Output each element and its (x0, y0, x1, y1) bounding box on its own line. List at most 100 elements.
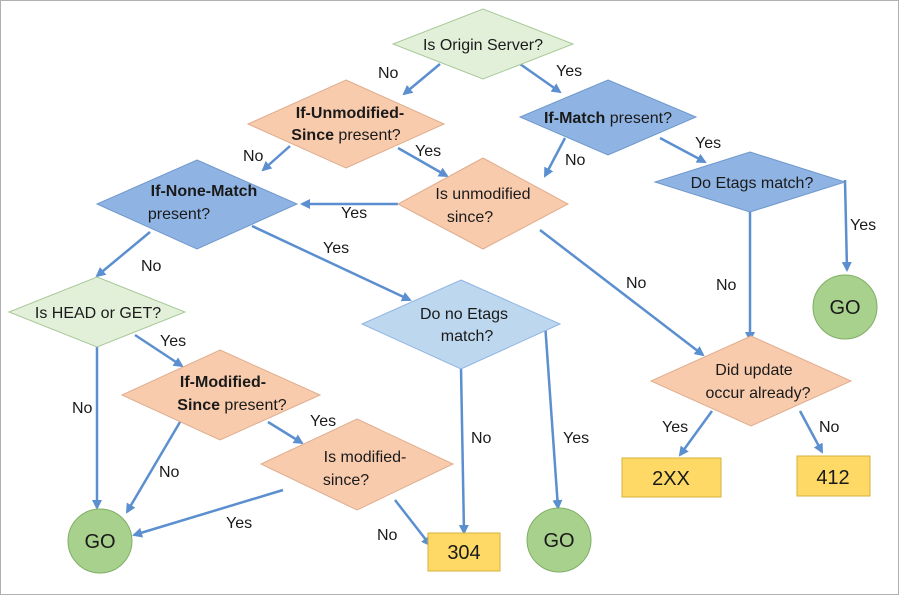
node-label: Since present? (177, 397, 287, 414)
terminal-go-right: GO (812, 274, 878, 340)
edge-ifmod-no (125, 421, 182, 514)
edge-label: Yes (160, 333, 186, 350)
edge-etags-yes (841, 179, 852, 272)
edge-isunmod-no (539, 229, 705, 357)
result-box-2xx: 2XX (621, 457, 722, 498)
node-if-none-match: If-None-Match present? (95, 159, 299, 250)
edge-label: No (72, 400, 93, 417)
edge-noetags-yes (543, 322, 563, 510)
node-label-bold: If-Modified- (180, 374, 266, 391)
edge-label: Yes (341, 205, 367, 222)
edge-unmod-yes (397, 146, 449, 178)
node-label-bold: If-Unmodified- (296, 105, 404, 122)
node-label: Do Etags match? (691, 175, 814, 192)
edge-noetags-no (458, 367, 469, 535)
edge-didupdate-yes (678, 410, 714, 457)
node-do-no-etags-match: Do no Etags match? (360, 279, 562, 370)
result-box (796, 455, 871, 497)
decision-diamond (259, 418, 455, 511)
edge-label: Yes (323, 240, 349, 257)
node-label: Did update (715, 362, 792, 379)
edge-label: Yes (850, 217, 876, 234)
edge-label: No (716, 277, 737, 294)
node-label: match? (441, 328, 494, 345)
node-label-rest: present? (605, 110, 672, 127)
edge-label: No (243, 148, 264, 165)
edge-label: No (377, 527, 398, 544)
go-circle (526, 507, 592, 573)
edge-inm-yes (251, 224, 412, 302)
result-box-412: 412 (796, 455, 871, 497)
edge-headget-yes (134, 333, 184, 368)
result-box-304: 304 (427, 532, 501, 572)
node-is-unmodified-since: Is unmodified since? (396, 157, 570, 250)
terminal-label: GO (84, 531, 115, 553)
node-label-bold: If-None-Match (151, 183, 258, 200)
node-label: Is modified- (324, 449, 407, 466)
node-if-unmodified-since: If-Unmodified- Since present? (246, 79, 446, 169)
edge-label: Yes (662, 419, 688, 436)
edge-ifmod-yes (267, 420, 304, 445)
decision-diamond (396, 157, 570, 250)
edge-label: No (378, 65, 399, 82)
terminal-label: GO (543, 530, 574, 552)
edges (92, 62, 852, 547)
edge-labels: No Yes No Yes No Yes Yes No Yes No No Ye… (72, 63, 876, 544)
node-is-head-or-get: Is HEAD or GET? (7, 276, 187, 348)
node-did-update-occur: Did update occur already? (649, 335, 853, 427)
decision-diamond (649, 335, 853, 427)
node-label: present? (148, 206, 210, 223)
terminal-go-left: GO (67, 508, 133, 574)
edge-ismod-no (394, 499, 432, 547)
decision-diamond (120, 349, 322, 441)
edge-didupdate-no (798, 410, 824, 454)
edge-label: Yes (556, 63, 582, 80)
edge-origin-no (402, 63, 441, 96)
edge-ifmatch-yes (659, 136, 707, 164)
edge-label: Yes (310, 413, 336, 430)
node-if-modified-since: If-Modified- Since present? (120, 349, 322, 441)
terminal-go-middle: GO (526, 507, 592, 573)
result-label: 2XX (652, 468, 690, 490)
node-label: occur already? (706, 385, 811, 402)
node-label-bold: Since (177, 397, 220, 414)
edge-label: Yes (563, 430, 589, 447)
edge-label: Yes (695, 135, 721, 152)
edge-origin-yes (519, 62, 562, 94)
decision-diamond (360, 279, 562, 370)
edge-inm-no (95, 231, 151, 278)
node-label: Since present? (291, 127, 401, 144)
edge-label: No (159, 464, 180, 481)
node-label: Is HEAD or GET? (35, 305, 161, 322)
decision-diamond (653, 151, 847, 213)
node-label-rest: present? (220, 397, 287, 414)
go-circle (812, 274, 878, 340)
decision-diamond (7, 276, 187, 348)
node-label: If-Match present? (544, 110, 672, 127)
node-label: since? (447, 209, 493, 226)
node-do-etags-match: Do Etags match? (653, 151, 847, 213)
edge-label: No (565, 152, 586, 169)
edge-unmod-no (261, 145, 291, 172)
decision-diamond (246, 79, 446, 169)
edge-label: No (471, 430, 492, 447)
go-circle (67, 508, 133, 574)
edge-label: Yes (415, 143, 441, 160)
decision-diamond (95, 159, 299, 250)
node-if-match: If-Match present? (518, 79, 698, 156)
node-is-modified-since: Is modified- since? (259, 418, 455, 511)
edge-ismod-yes (132, 488, 284, 538)
node-label-bold: Since (291, 127, 334, 144)
node-label: since? (323, 472, 369, 489)
result-label: 412 (816, 467, 849, 489)
result-box (621, 457, 722, 498)
edge-label: No (626, 275, 647, 292)
result-label: 304 (447, 542, 480, 564)
edge-label: Yes (226, 515, 252, 532)
result-box (427, 532, 501, 572)
node-origin-server: Is Origin Server? (391, 8, 575, 80)
terminal-label: GO (829, 297, 860, 319)
edge-label: No (819, 419, 840, 436)
node-label-bold: If-Match (544, 110, 605, 127)
